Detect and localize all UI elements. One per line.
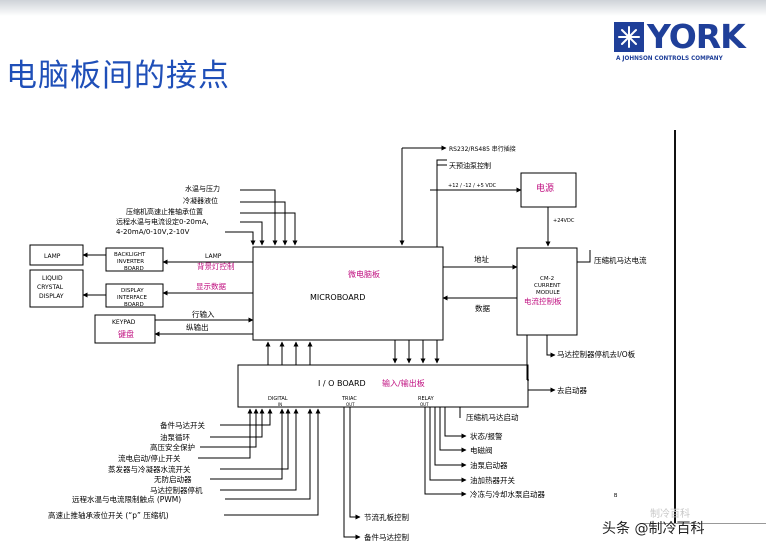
watermark-ghost: 制冷百科 xyxy=(650,509,690,520)
slide-title: 电脑板间的接点 xyxy=(6,58,230,94)
microboard-en: MICROBOARD xyxy=(310,293,365,302)
display-line-1: DISPLAY xyxy=(121,288,144,294)
oil-pump-label: 天预油泵控制 xyxy=(449,161,491,170)
relay-label: RELAY xyxy=(418,396,435,402)
digital-label: DIGITAL xyxy=(268,396,288,402)
addr-label: 地址 xyxy=(474,254,489,264)
display-signal: 显示数据 xyxy=(196,281,226,291)
digital-input-7: 马达控制器停机 xyxy=(150,485,203,495)
io-board-en: I / O BOARD xyxy=(318,379,366,388)
backlight-line-1: BACKLIGHT xyxy=(114,252,146,258)
watermark-text: 头条 @制冷百科 xyxy=(602,521,705,537)
cm-line-3: MODULE xyxy=(536,290,560,296)
digital-input-6: 无防启动器 xyxy=(154,474,192,484)
york-logo: YORK A JOHNSON CONTROLS COMPANY xyxy=(614,17,754,66)
rs232-label: RS232/RS485 串行插接 xyxy=(449,145,516,153)
left-input-5: 4-20mA/0-10V,2-10V xyxy=(116,228,190,236)
microboard-cn: 微电脑板 xyxy=(348,269,380,279)
triac-sub: OUT xyxy=(346,402,355,407)
power-output: +24VDC xyxy=(553,218,575,224)
relay-output-1: 状态/报警 xyxy=(470,431,503,441)
data-label: 数据 xyxy=(475,303,490,313)
keypad-en: KEYPAD xyxy=(112,319,136,326)
triac-output-1: 节流孔板控制 xyxy=(364,512,409,522)
relay-output-2: 电磁阀 xyxy=(470,445,493,455)
io-board-box xyxy=(237,364,529,408)
cm-line-2: CURRENT xyxy=(534,283,561,289)
snowflake-icon xyxy=(614,22,644,52)
logo-tagline: A JOHNSON CONTROLS COMPANY xyxy=(616,56,723,62)
comp-starter-label: 压缩机马达启动 xyxy=(466,412,519,422)
backlight-line-2: INVERTER xyxy=(117,259,144,265)
lcd-box xyxy=(29,269,84,308)
left-input-2: 冷凝器液位 xyxy=(183,196,218,205)
keypad-box xyxy=(94,314,156,344)
relay-sub: OUT xyxy=(420,402,429,407)
relay-output-4: 油加热器开关 xyxy=(470,475,515,485)
key-out: 纵输出 xyxy=(186,322,209,332)
footnote: B xyxy=(614,493,618,499)
lamp-text: LAMP xyxy=(44,253,61,260)
left-input-4: 远程水温与电流设定0-20mA, xyxy=(116,217,209,226)
left-input-1: 水温与压力 xyxy=(185,184,220,193)
digital-input-8: 远程水温与电流限制触点 (PWM) xyxy=(72,494,181,504)
digital-input-3: 高压安全保护 xyxy=(150,442,195,452)
serial-line xyxy=(436,159,447,247)
cm-line-1: CM-2 xyxy=(540,276,554,282)
display-line-2: INTERFACE xyxy=(117,295,148,301)
triac-output-2: 备件马达控制 xyxy=(364,532,409,542)
left-input-3: 压缩机高速止推轴承位置 xyxy=(126,207,203,216)
keypad-cn: 键盘 xyxy=(118,329,134,339)
logo-brand: YORK xyxy=(647,17,746,56)
lamp-signal-cn: 背景灯控制 xyxy=(197,261,235,271)
key-in: 行输入 xyxy=(192,309,215,319)
cm-to-io-label: 马达控制器停机去I/O板 xyxy=(557,349,636,359)
power-label: 电源 xyxy=(536,182,554,194)
digital-input-9: 高速止推轴承液位开关 (“p” 压缩机) xyxy=(48,510,169,520)
backlight-line-3: BOARD xyxy=(124,266,144,272)
io-board-cn: 输入/输出板 xyxy=(382,378,425,388)
fan-label: 去启动器 xyxy=(557,385,587,395)
triac-label: TRIAC xyxy=(341,396,357,402)
lcd-line-1: LIQUID xyxy=(42,275,63,282)
lamp-signal-en: LAMP xyxy=(205,253,222,260)
relay-output-5: 冷冻与冷却水泵启动器 xyxy=(470,489,545,499)
lcd-line-3: DISPLAY xyxy=(39,293,64,300)
digital-sub: IN xyxy=(278,402,282,407)
display-line-3: BOARD xyxy=(124,302,144,308)
top-gradient-band xyxy=(0,0,766,16)
power-input: +12 / -12 / +5 VDC xyxy=(448,183,497,189)
cm-cn: 电流控制板 xyxy=(524,296,562,306)
relay-output-3: 油泵启动器 xyxy=(470,460,508,470)
digital-input-4: 流电启动/停止开关 xyxy=(118,453,181,463)
digital-input-5: 蒸发器与冷凝器水流开关 xyxy=(108,464,191,474)
digital-input-2: 油泵循环 xyxy=(160,432,190,442)
lcd-line-2: CRYSTAL xyxy=(37,284,64,291)
motor-current-label: 压缩机马达电流 xyxy=(594,255,647,265)
digital-input-1: 备件马达开关 xyxy=(160,420,205,430)
watermark-line xyxy=(640,523,766,524)
right-divider xyxy=(674,130,676,524)
